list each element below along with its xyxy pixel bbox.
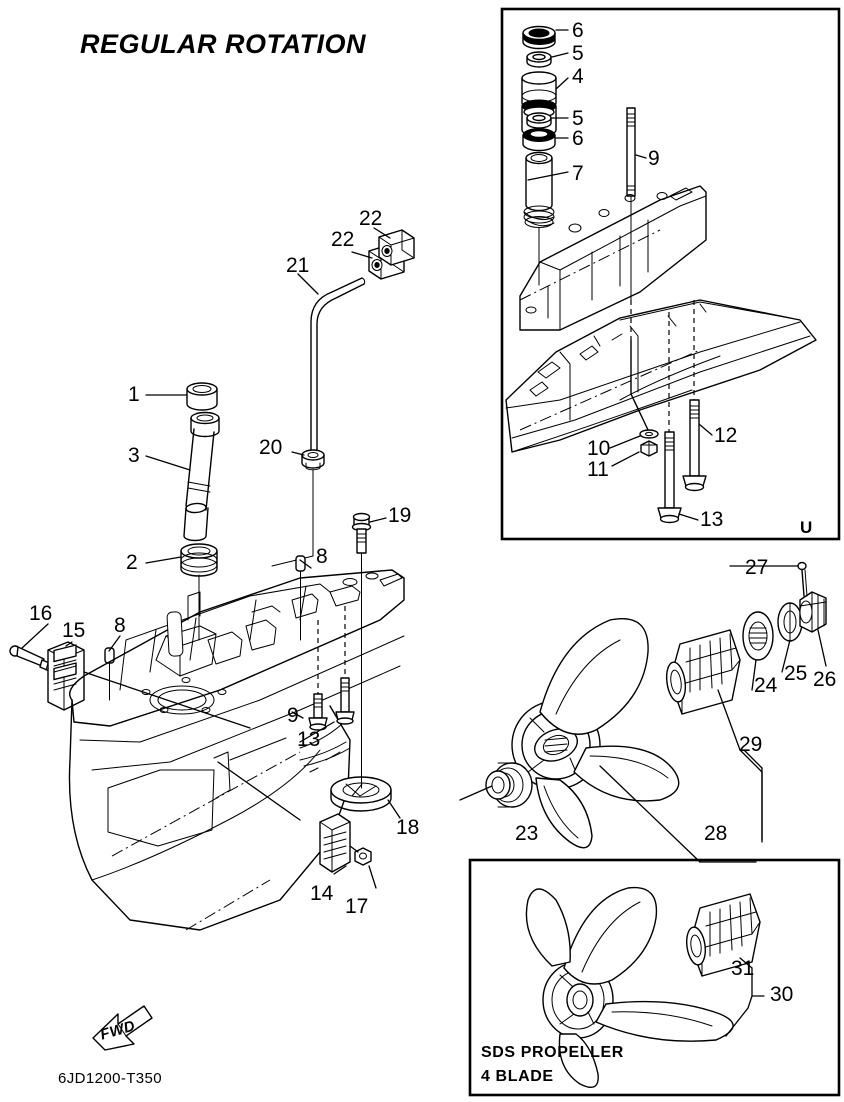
- callout-5-top: 5: [572, 42, 584, 65]
- dowel-pin-8-left: [104, 647, 115, 701]
- callout-29: 29: [739, 733, 763, 756]
- grommet-20: [301, 449, 325, 471]
- callout-20: 20: [259, 436, 283, 459]
- sds-leader-lines: [725, 957, 765, 1037]
- washer-10-nut-11: [639, 429, 659, 457]
- anode-15: [47, 641, 85, 711]
- callout-1: 1: [128, 383, 140, 406]
- inset-corner-marker-u: U: [800, 518, 813, 537]
- prop-leader-lines: [599, 565, 827, 863]
- callout-17: 17: [345, 895, 369, 918]
- callout-12: 12: [714, 424, 738, 447]
- inset-leader-lines: [527, 29, 713, 521]
- callout-9-main: 9: [287, 704, 299, 727]
- callout-11: 11: [587, 458, 609, 481]
- upper-right-inset-box: [500, 7, 841, 541]
- spacer-23: [485, 762, 533, 808]
- callout-28: 28: [704, 822, 728, 845]
- spline-washer-24: [742, 611, 774, 661]
- seal-2: [180, 543, 218, 577]
- callout-5-bottom: 5: [572, 107, 584, 130]
- bolt-12-inset: [682, 399, 707, 492]
- bolt-19: [351, 512, 372, 591]
- nut-17: [354, 847, 372, 866]
- sds-propeller-inset-box: [468, 858, 841, 1097]
- inset-gearcase-lower: [505, 299, 817, 453]
- callout-6-top: 6: [572, 19, 584, 42]
- anode-14: [319, 813, 351, 873]
- callout-13-inset: 13: [700, 508, 724, 531]
- bellows-detail: [299, 741, 351, 773]
- callout-14: 14: [310, 882, 334, 905]
- sds-propeller-30: [525, 886, 734, 1088]
- callout-9-inset: 9: [648, 147, 660, 170]
- prop-sleeve-29: [665, 629, 741, 715]
- callout-31: 31: [731, 957, 755, 980]
- propeller-assembly-28: [511, 618, 680, 849]
- callout-6-bottom: 6: [572, 127, 584, 150]
- callout-23: 23: [515, 822, 539, 845]
- bolt-13-inset: [657, 431, 682, 524]
- callout-24: 24: [754, 674, 778, 697]
- callout-13-main: 13: [297, 728, 321, 751]
- callout-7: 7: [572, 162, 584, 185]
- driveshaft-3: [183, 411, 220, 542]
- fwd-arrow: [92, 1005, 153, 1051]
- bushing-1: [186, 382, 218, 411]
- callout-2: 2: [126, 551, 138, 574]
- callout-10: 10: [587, 437, 611, 460]
- sds-inset-label-line2: 4 BLADE: [481, 1068, 554, 1085]
- callout-15: 15: [62, 619, 86, 642]
- callout-19: 19: [388, 504, 412, 527]
- sds-inset-label-line1: SDS PROPELLER: [481, 1044, 624, 1061]
- thrust-washer-18: [330, 776, 392, 812]
- bolt-9-main: [308, 620, 328, 731]
- callout-8-mid: 8: [316, 545, 328, 568]
- main-gearcase-body: [68, 569, 405, 931]
- page-title: REGULAR ROTATION: [80, 29, 366, 59]
- callout-3: 3: [128, 444, 140, 467]
- callout-26: 26: [813, 668, 837, 691]
- callout-21: 21: [286, 254, 310, 277]
- inset-gearcase-upper: [519, 185, 707, 331]
- callout-22-upper: 22: [359, 207, 383, 230]
- bushing-stack-assembly: [521, 25, 557, 286]
- callout-8-left: 8: [114, 614, 126, 637]
- callout-16: 16: [29, 602, 53, 625]
- tube-21: [310, 277, 366, 456]
- callout-25: 25: [784, 662, 808, 685]
- callout-22-lower: 22: [331, 228, 355, 251]
- callout-4: 4: [572, 65, 584, 88]
- fwd-arrow-label: FWD: [98, 1017, 138, 1044]
- callout-18: 18: [396, 816, 420, 839]
- clamp-22-upper: [378, 229, 415, 266]
- long-bolt-9-inset: [626, 107, 636, 301]
- callout-30: 30: [770, 983, 794, 1006]
- callout-27: 27: [745, 556, 769, 579]
- main-leader-lines: [21, 227, 401, 889]
- part-number: 6JD1200-T350: [58, 1070, 163, 1087]
- bolt-13-main: [335, 606, 355, 725]
- castle-nut-26: [799, 591, 827, 633]
- sds-nut-31: [686, 893, 761, 977]
